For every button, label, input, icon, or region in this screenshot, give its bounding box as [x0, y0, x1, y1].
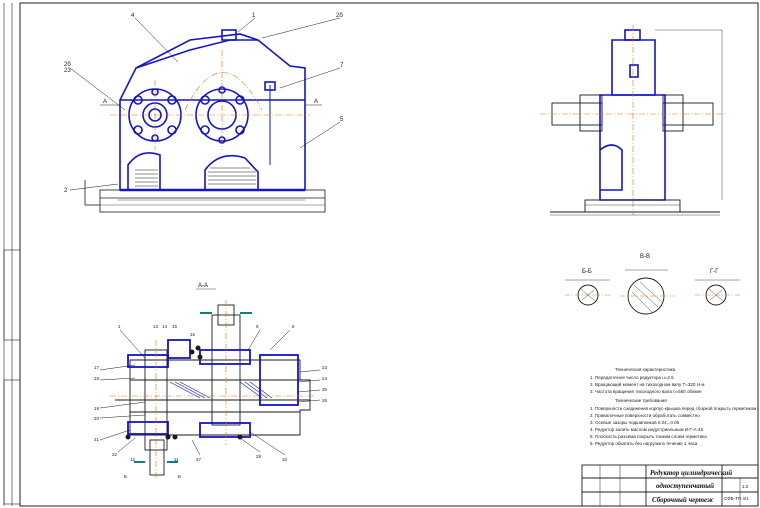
- note-9: 6. Редуктор обкатать без нагрузки в тече…: [590, 441, 698, 446]
- cut-mark-a-left: А: [103, 99, 107, 105]
- callout-s-26: 26: [322, 398, 328, 403]
- callout-s-22: 22: [112, 452, 118, 457]
- front-view: [69, 17, 341, 213]
- callout-23: 23: [64, 68, 71, 74]
- callout-s-16: 16: [190, 332, 196, 337]
- callout-7: 7: [340, 63, 344, 69]
- callout-s-8: 8: [292, 324, 295, 329]
- callout-2b-left: 2б: [64, 62, 71, 68]
- note-2: 2. Вращающий момент на тихоходном валу Т…: [590, 381, 705, 387]
- doc-code: СФБ-ТП 4/1: [724, 496, 749, 501]
- callout-4: 4: [131, 13, 135, 19]
- callout-5: 5: [340, 117, 344, 123]
- callout-s-11: 11: [174, 457, 179, 462]
- callout-s-9: 9: [256, 324, 259, 329]
- cut-mark-a-right: А: [314, 99, 318, 105]
- callout-s-27: 27: [196, 457, 202, 462]
- callout-s-15: 15: [172, 324, 178, 329]
- callout-1: 1: [252, 13, 256, 19]
- callout-s-1: 1: [118, 324, 121, 329]
- callouts-section-a-a: 1 13 14 15 16 9 8 17 18 19 20 21 22 23 2…: [94, 324, 328, 479]
- callout-s-19: 19: [94, 406, 100, 411]
- note-4: 1. Поверхности соединения корпус-крышка …: [590, 405, 756, 411]
- section-a-a: А-А: [99, 283, 321, 480]
- callout-s-14: 14: [162, 324, 168, 329]
- title-line-3: Сборочный чертеж: [652, 496, 714, 504]
- shaft-sections: Б-Б В-В Г-Г: [565, 254, 740, 315]
- note-1: 1. Передаточное число редуктора u=2.5: [590, 375, 674, 380]
- cut-mark-b-left: Б: [124, 474, 127, 479]
- drawing-frame: [3, 2, 759, 507]
- section-label-a-a: А-А: [198, 283, 208, 289]
- section-label-v-v: В-В: [640, 254, 650, 260]
- callout-s-21: 21: [94, 437, 100, 442]
- title-line-2: одноступенчатый: [656, 482, 714, 490]
- callout-2b: 2б: [336, 13, 343, 19]
- note-heading-2: Технические требования: [615, 398, 667, 403]
- title-line-1: Редуктор цилиндрический: [650, 469, 732, 477]
- callout-s-25: 25: [322, 387, 328, 392]
- note-5: 2. Привалочные поверхности обработать со…: [590, 413, 700, 418]
- side-view: [540, 25, 725, 216]
- section-label-g-g: Г-Г: [710, 269, 719, 275]
- note-3: 3. Частота вращения тихоходного вала n=5…: [590, 389, 702, 394]
- callout-s-23: 23: [322, 365, 328, 370]
- callout-s-13: 13: [153, 324, 159, 329]
- callout-s-10: 10: [282, 457, 288, 462]
- callout-s-18: 18: [94, 376, 100, 381]
- note-heading-1: Техническая характеристика: [615, 367, 676, 372]
- sheet-scale: 1:2: [742, 484, 749, 489]
- callout-s-12: 12: [130, 457, 136, 462]
- note-8: 5. Плоскость разъёма покрыть тонким слое…: [590, 434, 707, 439]
- callouts-front-view: 4 1 2б 2б 23 7 5 2 А А: [64, 13, 344, 194]
- callout-s-24: 24: [322, 376, 328, 381]
- callout-s-17: 17: [94, 365, 100, 370]
- section-label-b-b: Б-Б: [582, 269, 592, 275]
- technical-notes: Техническая характеристика 1. Передаточн…: [590, 367, 756, 446]
- cut-mark-b-right: Б: [178, 474, 181, 479]
- callout-s-20: 20: [94, 416, 100, 421]
- callout-2: 2: [64, 188, 68, 194]
- title-block: Редуктор цилиндрический одноступенчатый …: [581, 464, 759, 507]
- note-7: 4. Редуктор залить маслом индустриальным…: [590, 427, 703, 432]
- note-6: 3. Осевые зазоры подшипников 0.04...0.06: [590, 420, 680, 425]
- callout-s-28: 28: [256, 454, 262, 459]
